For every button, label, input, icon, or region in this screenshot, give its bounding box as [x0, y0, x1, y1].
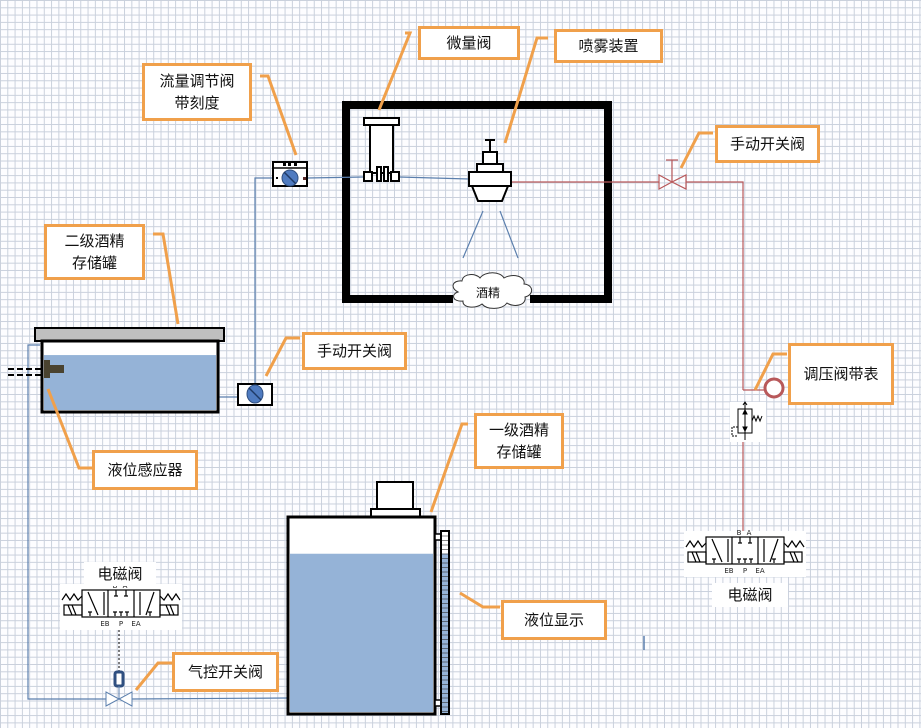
label-pressure-valve: 调压阀带表 — [803, 365, 879, 383]
label-manual-valve-top: 手动开关阀 — [729, 135, 805, 153]
label-level-display: 液位显示 — [523, 611, 584, 629]
pipe-flow-to-micro-valve — [306, 176, 365, 179]
label-flow-valve: 流量调节阀 带刻度 — [159, 72, 235, 112]
pressure-regulator[interactable] — [730, 401, 766, 442]
level-display-gauge — [434, 530, 450, 715]
leader-level-sensor — [46, 388, 95, 470]
port-label-ea: EA — [131, 620, 140, 628]
solenoid-body — [81, 589, 161, 618]
secondary-tank-lid — [34, 327, 225, 342]
spray-nozzle[interactable] — [468, 139, 512, 202]
red-pipes — [511, 181, 765, 540]
leader-secondary-tank — [153, 232, 180, 325]
label-alcohol-cloud: 酒精 — [476, 286, 501, 300]
label-secondary-tank: 二级酒精 存储罐 — [64, 232, 125, 272]
port-label-eb: EB — [724, 567, 733, 575]
blue-pipes — [27, 176, 645, 700]
callout-manual-valve-left: 手动开关阀 — [302, 332, 407, 370]
leader-manual-valve-left — [264, 336, 300, 377]
label-solenoid-right: 电磁阀 — [712, 583, 788, 607]
port-label-ea: EA — [755, 567, 764, 575]
leader-primary-tank — [429, 422, 468, 513]
label-spray-device: 喷雾装置 — [578, 37, 639, 55]
manual-valve-top[interactable] — [658, 159, 687, 191]
micro-valve[interactable] — [363, 117, 400, 182]
callout-manual-valve-top: 手动开关阀 — [715, 125, 820, 163]
port-label-a: A — [747, 529, 752, 537]
pipe-manual-valve-to-regulator — [686, 181, 744, 390]
port-label-eb: EB — [100, 620, 109, 628]
port-label-p: P — [743, 567, 747, 575]
leader-micro-valve — [377, 31, 413, 111]
flow-regulating-valve[interactable] — [272, 161, 308, 187]
label-level-sensor: 液位感应器 — [107, 461, 183, 479]
callout-pneumatic-valve: 气控开关阀 — [172, 652, 279, 692]
primary-tank-liquid — [290, 553, 433, 712]
port-label-p: P — [119, 620, 123, 628]
alcohol-cloud — [452, 272, 533, 309]
leader-level-display — [459, 591, 500, 609]
solenoid-background — [60, 584, 182, 630]
port-label-a: A — [123, 582, 128, 590]
solenoid-body — [705, 536, 785, 565]
callout-pressure-valve: 调压阀带表 — [788, 343, 894, 405]
callout-flow-valve: 流量调节阀 带刻度 — [142, 63, 252, 121]
spray-line-right — [499, 210, 519, 259]
chamber-wall — [342, 101, 612, 303]
label-manual-valve-left: 手动开关阀 — [316, 342, 392, 360]
pipe-pneumatic-to-primary — [131, 697, 289, 700]
secondary-tank-liquid — [44, 355, 216, 410]
callout-spray-device: 喷雾装置 — [554, 29, 663, 63]
secondary-tank — [34, 327, 225, 414]
spray-line-left — [462, 210, 484, 259]
label-solenoid-left: 电磁阀 — [84, 562, 156, 586]
pressure-gauge[interactable] — [763, 377, 785, 399]
solenoid-background — [684, 531, 806, 577]
leader-flow-valve — [260, 74, 298, 156]
port-label-b: B — [737, 529, 742, 537]
callout-level-sensor: 液位感应器 — [92, 450, 198, 490]
label-micro-valve: 微量阀 — [446, 34, 492, 52]
leader-spray-device — [503, 36, 548, 144]
callout-micro-valve: 微量阀 — [418, 26, 520, 60]
leader-manual-valve-top — [679, 131, 713, 169]
pneumatic-valve[interactable] — [105, 630, 133, 707]
level-sensor[interactable] — [8, 360, 64, 378]
leader-pressure-valve — [753, 352, 787, 391]
callout-secondary-tank: 二级酒精 存储罐 — [44, 224, 145, 280]
spray-chamber — [342, 101, 612, 303]
label-primary-tank: 一级酒精 存储罐 — [488, 421, 549, 461]
leader-pneumatic-valve — [134, 661, 172, 691]
leader-lines — [46, 31, 787, 691]
pipe-manual-to-flow-valve — [254, 177, 273, 385]
pipe-left-return — [27, 344, 106, 700]
callout-level-display: 液位显示 — [501, 600, 607, 640]
pipe-micro-to-spray — [398, 176, 470, 180]
port-label-b: B — [113, 582, 118, 590]
label-pneumatic-valve: 气控开关阀 — [187, 663, 263, 681]
manual-valve-left[interactable] — [237, 383, 273, 406]
primary-tank — [286, 481, 437, 716]
primary-tank-cap — [376, 481, 414, 511]
callout-primary-tank: 一级酒精 存储罐 — [474, 413, 564, 469]
